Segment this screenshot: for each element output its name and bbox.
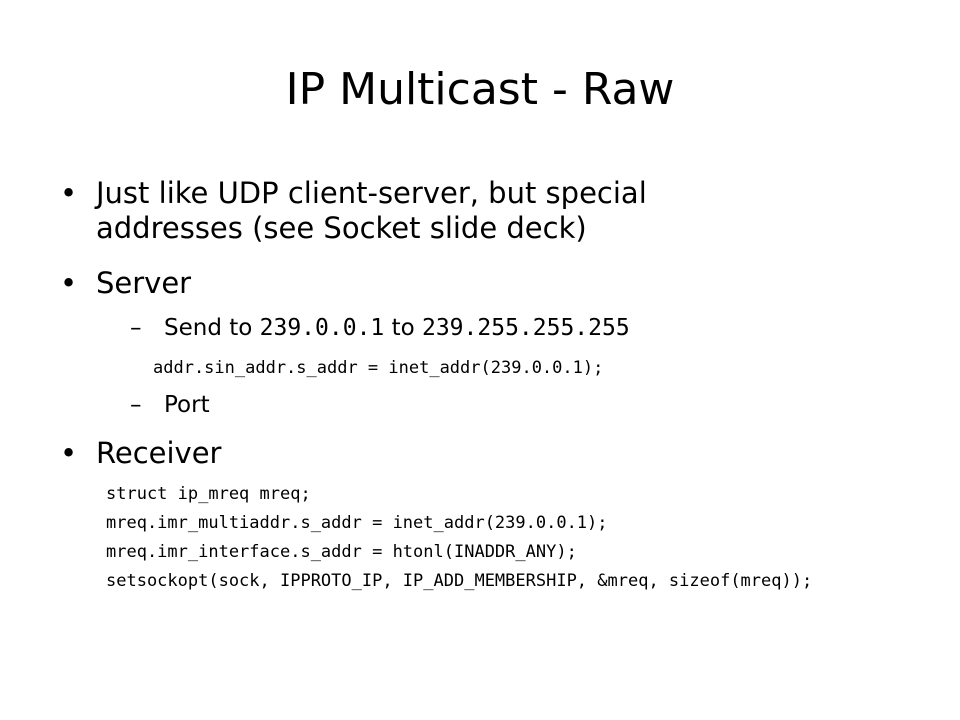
send-addr-end: 239.255.255.255	[421, 315, 630, 341]
bullet-icon: •	[60, 266, 78, 300]
bullet-receiver-label: Receiver	[96, 436, 222, 470]
server-send-item: –Send to 239.0.0.1 to 239.255.255.255	[130, 313, 630, 343]
send-prefix: Send to	[164, 315, 260, 341]
bullet-server-label: Server	[96, 266, 192, 300]
send-addr-start: 239.0.0.1	[259, 315, 385, 341]
dash-icon: –	[130, 392, 142, 418]
server-code-line: addr.sin_addr.s_addr = inet_addr(239.0.0…	[153, 358, 604, 378]
send-middle: to	[384, 315, 422, 341]
server-port-item: –Port	[130, 390, 210, 420]
receiver-code-line-1: struct ip_mreq mreq;	[106, 484, 311, 504]
dash-icon: –	[130, 315, 142, 341]
bullet-udp-line1: Just like UDP client-server, but special	[96, 176, 647, 210]
bullet-udp-text: Just like UDP client-server, but special…	[96, 176, 896, 246]
slide-title: IP Multicast - Raw	[285, 64, 675, 115]
port-label: Port	[164, 392, 210, 418]
bullet-udp-line2: addresses (see Socket slide deck)	[96, 211, 587, 245]
receiver-code-line-4: setsockopt(sock, IPPROTO_IP, IP_ADD_MEMB…	[106, 571, 813, 591]
bullet-icon: •	[60, 436, 78, 470]
receiver-code-line-2: mreq.imr_multiaddr.s_addr = inet_addr(23…	[106, 513, 608, 533]
receiver-code-line-3: mreq.imr_interface.s_addr = htonl(INADDR…	[106, 542, 577, 562]
bullet-icon: •	[60, 176, 78, 210]
